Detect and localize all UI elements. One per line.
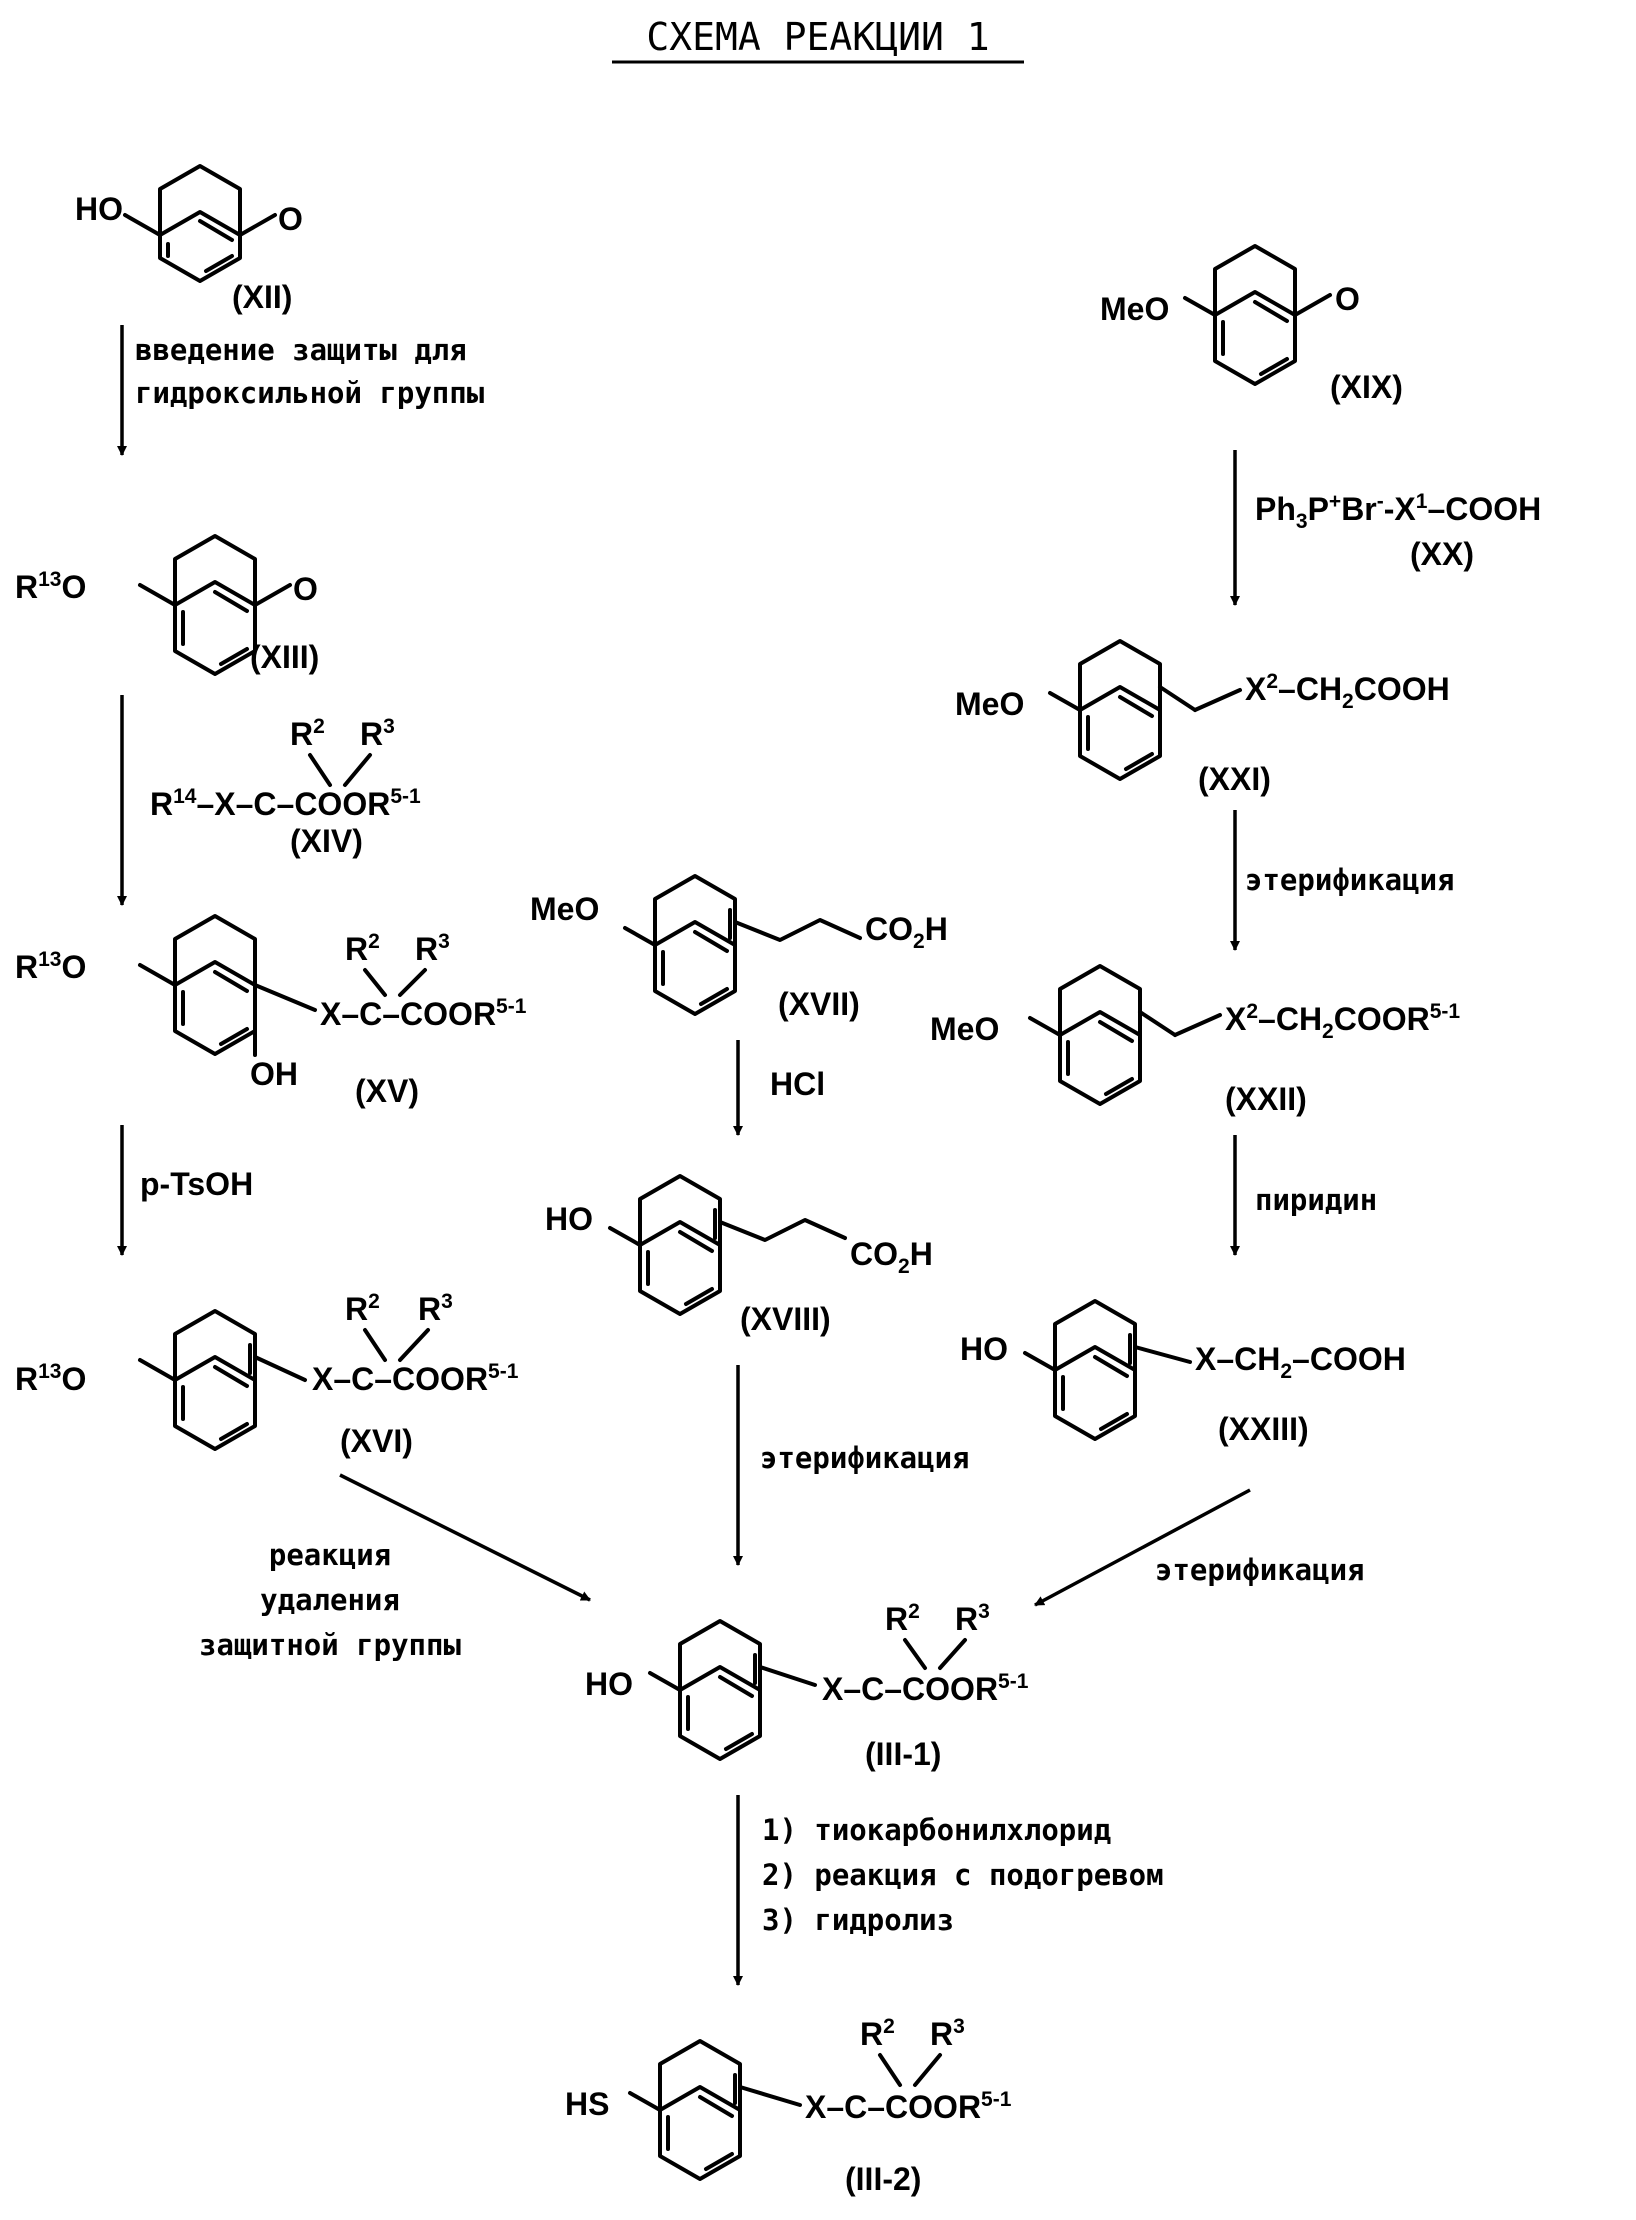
xvi-r3: R3 xyxy=(418,1290,453,1327)
condition-final-2: 2) реакция с подогревом xyxy=(762,1858,1164,1892)
compound-iii1-structure xyxy=(650,1621,815,1759)
iii1-chain: X–C–COOR5-1 xyxy=(822,1670,1029,1707)
xiv-bond-r2 xyxy=(310,755,330,785)
compound-xix-structure xyxy=(1185,246,1330,384)
condition-hcl: HCl xyxy=(770,1066,825,1102)
iii2-bond-r3 xyxy=(915,2055,940,2085)
iii2-label: (III-2) xyxy=(845,2161,921,2197)
iii2-bond-r2 xyxy=(880,2055,900,2085)
iii1-substituent: HO xyxy=(585,1666,633,1702)
xviii-substituent: HO xyxy=(545,1201,593,1237)
condition-protection-1: введение защиты для xyxy=(135,333,467,367)
condition-pyridine: пиридин xyxy=(1255,1183,1377,1217)
compound-xxii-structure xyxy=(1030,966,1220,1104)
xxi-substituent: MeO xyxy=(955,686,1024,722)
xxi-label: (XXI) xyxy=(1198,761,1271,797)
xxii-substituent: MeO xyxy=(930,1011,999,1047)
xv-label: (XV) xyxy=(355,1073,419,1109)
compound-xv-structure xyxy=(140,916,340,1055)
xvii-acid: CO2H xyxy=(865,911,948,953)
xii-ketone: O xyxy=(278,201,303,237)
xv-bond-r3 xyxy=(400,970,425,995)
xiv-r2: R2 xyxy=(290,715,325,752)
iii1-bond-r2 xyxy=(905,1640,925,1668)
xviii-label: (XVIII) xyxy=(740,1301,831,1337)
iii1-label: (III-1) xyxy=(865,1736,941,1772)
xxiii-substituent: HO xyxy=(960,1331,1008,1367)
xix-label: (XIX) xyxy=(1330,369,1403,405)
xxiii-label: (XXIII) xyxy=(1218,1411,1309,1447)
compound-xvi-structure xyxy=(140,1311,305,1449)
xv-oh: OH xyxy=(250,1056,298,1092)
xiii-ketone: O xyxy=(293,571,318,607)
iii2-r3: R3 xyxy=(930,2015,965,2052)
xiv-bond-r3 xyxy=(345,755,370,785)
compound-iii2-structure xyxy=(630,2041,800,2179)
xv-r2: R2 xyxy=(345,930,380,967)
xvi-r2: R2 xyxy=(345,1290,380,1327)
condition-final-3: 3) гидролиз xyxy=(762,1903,954,1937)
condition-esterification-right: этерификация xyxy=(1245,863,1455,897)
xvi-chain: X–C–COOR5-1 xyxy=(312,1360,519,1397)
xiii-label: (XIII) xyxy=(250,639,319,675)
xv-substituent: R13O xyxy=(15,948,86,985)
xiv-label: (XIV) xyxy=(290,823,363,859)
iii2-chain: X–C–COOR5-1 xyxy=(805,2088,1012,2125)
xvi-substituent: R13O xyxy=(15,1360,86,1397)
xx-label: (XX) xyxy=(1410,536,1474,572)
xxii-chain: X2–CH2COOR5-1 xyxy=(1225,1000,1460,1043)
xviii-acid: CO2H xyxy=(850,1236,933,1278)
condition-final-1: 1) тиокарбонилхлорид xyxy=(762,1813,1111,1847)
compound-xxiii-structure xyxy=(1025,1301,1190,1439)
xvi-bond-r3 xyxy=(400,1330,428,1360)
xii-substituent: HO xyxy=(75,191,123,227)
xvii-substituent: MeO xyxy=(530,891,599,927)
condition-deprotection-1: реакция xyxy=(269,1538,391,1572)
condition-protection-2: гидроксильной группы xyxy=(135,376,484,410)
xxiii-chain: X–CH2–COOH xyxy=(1195,1341,1406,1383)
xv-r3: R3 xyxy=(415,930,450,967)
compound-xviii-structure xyxy=(610,1176,845,1314)
xv-chain: X–C–COOR5-1 xyxy=(320,995,527,1032)
condition-deprotection-2: удаления xyxy=(260,1583,400,1617)
xix-substituent: MeO xyxy=(1100,291,1169,327)
condition-esterification-center: этерификация xyxy=(760,1441,970,1475)
xiv-r3: R3 xyxy=(360,715,395,752)
iii2-r2: R2 xyxy=(860,2015,895,2052)
xvi-bond-r2 xyxy=(365,1330,385,1360)
compound-xii-structure xyxy=(125,166,275,281)
xvii-label: (XVII) xyxy=(778,986,860,1022)
iii1-r2: R2 xyxy=(885,1600,920,1637)
xix-ketone: O xyxy=(1335,281,1360,317)
scheme-title: СХЕМА РЕАКЦИИ 1 xyxy=(646,15,989,59)
iii1-r3: R3 xyxy=(955,1600,990,1637)
condition-esterification-lower-right: этерификация xyxy=(1155,1553,1365,1587)
xxi-chain: X2–CH2COOH xyxy=(1245,670,1450,713)
condition-deprotection-3: защитной группы xyxy=(199,1628,461,1662)
xxii-label: (XXII) xyxy=(1225,1081,1307,1117)
compound-xxi-structure xyxy=(1050,641,1240,779)
arrow-xxiii-iii1 xyxy=(1035,1490,1250,1605)
xiv-formula: R14–X–C–COOR5-1 xyxy=(150,785,421,822)
xv-bond-r2 xyxy=(365,970,385,995)
xii-label: (XII) xyxy=(232,279,292,315)
xiii-substituent: R13O xyxy=(15,568,86,605)
iii2-substituent: HS xyxy=(565,2086,609,2122)
iii1-bond-r3 xyxy=(940,1640,965,1668)
xvi-label: (XVI) xyxy=(340,1423,413,1459)
condition-ptsoh: p-TsOH xyxy=(140,1166,253,1202)
xx-reagent: Ph3P+Br--X1–COOH xyxy=(1255,490,1541,533)
